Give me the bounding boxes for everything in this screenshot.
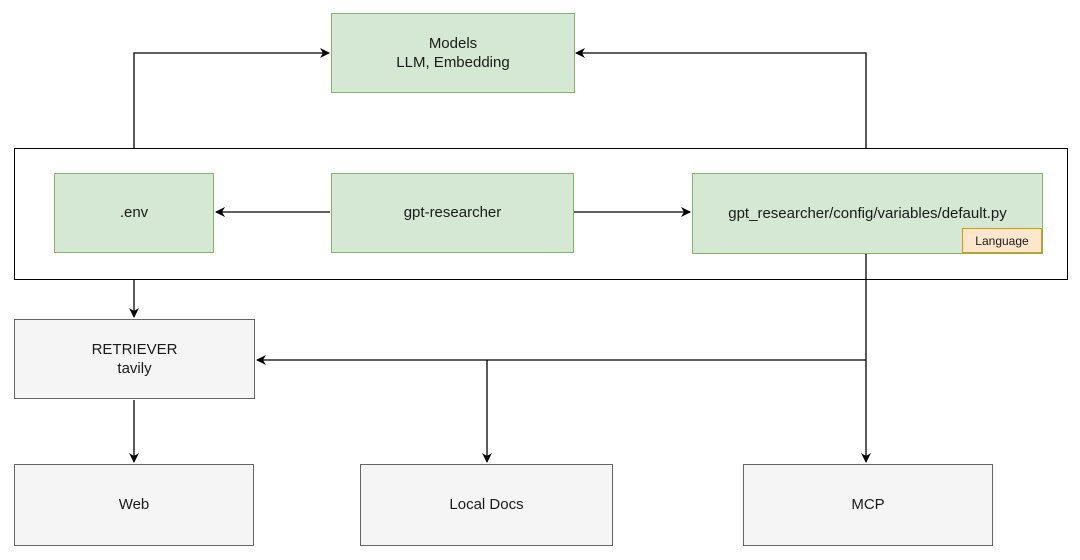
web-node: Web bbox=[14, 464, 254, 546]
env-label: .env bbox=[119, 204, 149, 222]
mcp-node: MCP bbox=[743, 464, 993, 546]
retriever-subtitle: tavily bbox=[117, 360, 152, 377]
config-label: gpt_researcher/config/variables/default.… bbox=[728, 204, 1007, 222]
models-title: Models bbox=[428, 34, 478, 52]
models-node: Models LLM, Embedding bbox=[331, 13, 575, 93]
mcp-label: MCP bbox=[851, 496, 885, 514]
retriever-title: RETRIEVER bbox=[91, 340, 178, 358]
models-subtitle: LLM, Embedding bbox=[396, 54, 510, 71]
gpt-researcher-label: gpt-researcher bbox=[403, 204, 502, 222]
web-label: Web bbox=[118, 496, 150, 514]
language-badge: Language bbox=[962, 228, 1042, 253]
gpt-researcher-node: gpt-researcher bbox=[331, 173, 574, 253]
edge-group-to-models-right bbox=[575, 48, 867, 148]
local-docs-label: Local Docs bbox=[449, 496, 524, 514]
config-group-box bbox=[14, 148, 1068, 280]
retriever-node: RETRIEVER tavily bbox=[14, 319, 255, 399]
local-docs-node: Local Docs bbox=[360, 464, 613, 546]
env-node: .env bbox=[54, 173, 214, 253]
edge-group-to-models-left bbox=[133, 48, 330, 148]
